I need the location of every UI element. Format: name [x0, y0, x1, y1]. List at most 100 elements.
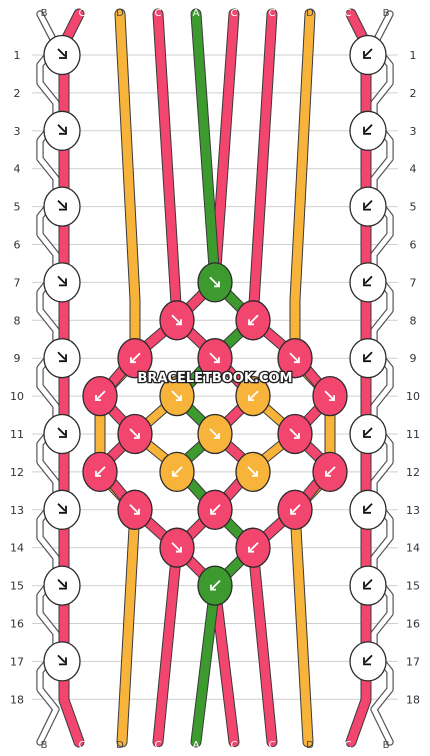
knot — [117, 338, 153, 379]
arrow-icon — [248, 542, 259, 553]
row-number-left: 8 — [14, 314, 21, 327]
arrow-icon — [290, 504, 301, 515]
arrow-icon — [324, 390, 335, 402]
arrow-icon — [363, 275, 373, 287]
arrow-icon — [129, 504, 140, 515]
knot — [235, 527, 271, 568]
arrow-icon — [363, 351, 373, 363]
knot — [277, 489, 313, 530]
arrow-icon — [57, 503, 67, 514]
string-letter: A — [193, 740, 200, 751]
arrow-icon — [247, 466, 258, 477]
string-letter: C — [155, 740, 162, 751]
string-letter: B — [383, 8, 390, 19]
row-number-right: 9 — [410, 352, 417, 365]
knot — [312, 375, 348, 417]
arrow-icon — [325, 466, 336, 477]
string-letter: C — [231, 8, 238, 19]
arrow-icon — [171, 390, 182, 402]
knot — [235, 375, 271, 417]
row-number-right: 16 — [406, 618, 420, 631]
edge-knot — [43, 34, 81, 76]
knot — [235, 451, 271, 493]
row-number-right: 8 — [410, 314, 417, 327]
arrow-icon — [289, 352, 300, 364]
row-number-left: 5 — [14, 201, 21, 214]
row-number-right: 12 — [406, 466, 420, 479]
row-number-left: 2 — [14, 87, 21, 100]
arrow-icon — [171, 542, 182, 553]
knot — [117, 413, 153, 455]
edge-knot — [43, 338, 81, 379]
arrow-icon — [57, 351, 67, 363]
row-number-right: 3 — [410, 125, 417, 138]
string-letter: B — [383, 740, 390, 751]
row-number-right: 2 — [410, 87, 417, 100]
string-letter: C — [269, 8, 276, 19]
edge-knot — [349, 641, 387, 682]
knots — [43, 34, 387, 682]
edge-knot — [349, 413, 387, 455]
row-number-right: 18 — [406, 693, 420, 706]
arrow-icon — [363, 503, 373, 514]
edge-knot — [43, 110, 81, 151]
edge-strand-right-a — [371, 11, 393, 745]
edge-knot — [349, 34, 387, 76]
edge-knot — [349, 186, 387, 227]
string-letter: C — [269, 740, 276, 751]
arrow-icon — [248, 314, 259, 326]
row-number-left: 1 — [14, 49, 21, 62]
row-number-left: 18 — [10, 693, 24, 706]
row-number-left: 10 — [10, 390, 24, 403]
edge-strand-left-pink — [59, 9, 84, 747]
arrow-icon — [172, 466, 183, 477]
string-letter: C — [79, 8, 86, 19]
knot — [277, 413, 313, 455]
arrow-icon — [210, 504, 221, 515]
row-number-left: 7 — [14, 276, 21, 289]
knot — [235, 300, 271, 341]
string-letter: D — [306, 8, 314, 19]
arrow-icon — [57, 275, 67, 287]
row-number-right: 1 — [410, 49, 417, 62]
row-number-right: 11 — [406, 428, 420, 441]
arrow-icon — [209, 352, 220, 364]
row-number-left: 13 — [10, 504, 24, 517]
knot — [159, 527, 195, 568]
string-letter: D — [116, 8, 124, 19]
arrow-icon — [363, 578, 373, 590]
arrow-icon — [57, 199, 67, 211]
arrow-icon — [57, 578, 67, 590]
string-letter: B — [41, 8, 48, 19]
arrow-icon — [363, 48, 373, 59]
row-number-right: 4 — [410, 163, 417, 176]
edge-knot — [349, 110, 387, 151]
row-number-right: 17 — [406, 655, 420, 668]
arrow-icon — [57, 427, 67, 438]
string-letter: C — [345, 740, 352, 751]
arrow-icon — [209, 276, 220, 288]
arrow-icon — [57, 654, 67, 666]
arrow-icon — [209, 428, 220, 439]
row-number-left: 15 — [10, 580, 24, 593]
row-number-right: 6 — [410, 239, 417, 252]
edge-strand-left-a — [37, 11, 59, 745]
edge-knot — [43, 262, 81, 303]
row-number-left: 16 — [10, 618, 24, 631]
knot — [117, 489, 153, 530]
row-number-right: 7 — [410, 276, 417, 289]
knot — [159, 375, 195, 417]
knot — [82, 451, 118, 493]
knot — [197, 338, 233, 379]
knot — [82, 375, 118, 417]
arrow-icon — [363, 199, 373, 211]
arrow-icon — [289, 428, 300, 439]
edge-knot — [349, 338, 387, 379]
arrow-icon — [248, 390, 259, 402]
arrow-icon — [95, 466, 106, 477]
string-letter: C — [79, 740, 86, 751]
string-letter: C — [231, 740, 238, 751]
edge-knot — [349, 489, 387, 530]
row-number-right: 10 — [406, 390, 420, 403]
